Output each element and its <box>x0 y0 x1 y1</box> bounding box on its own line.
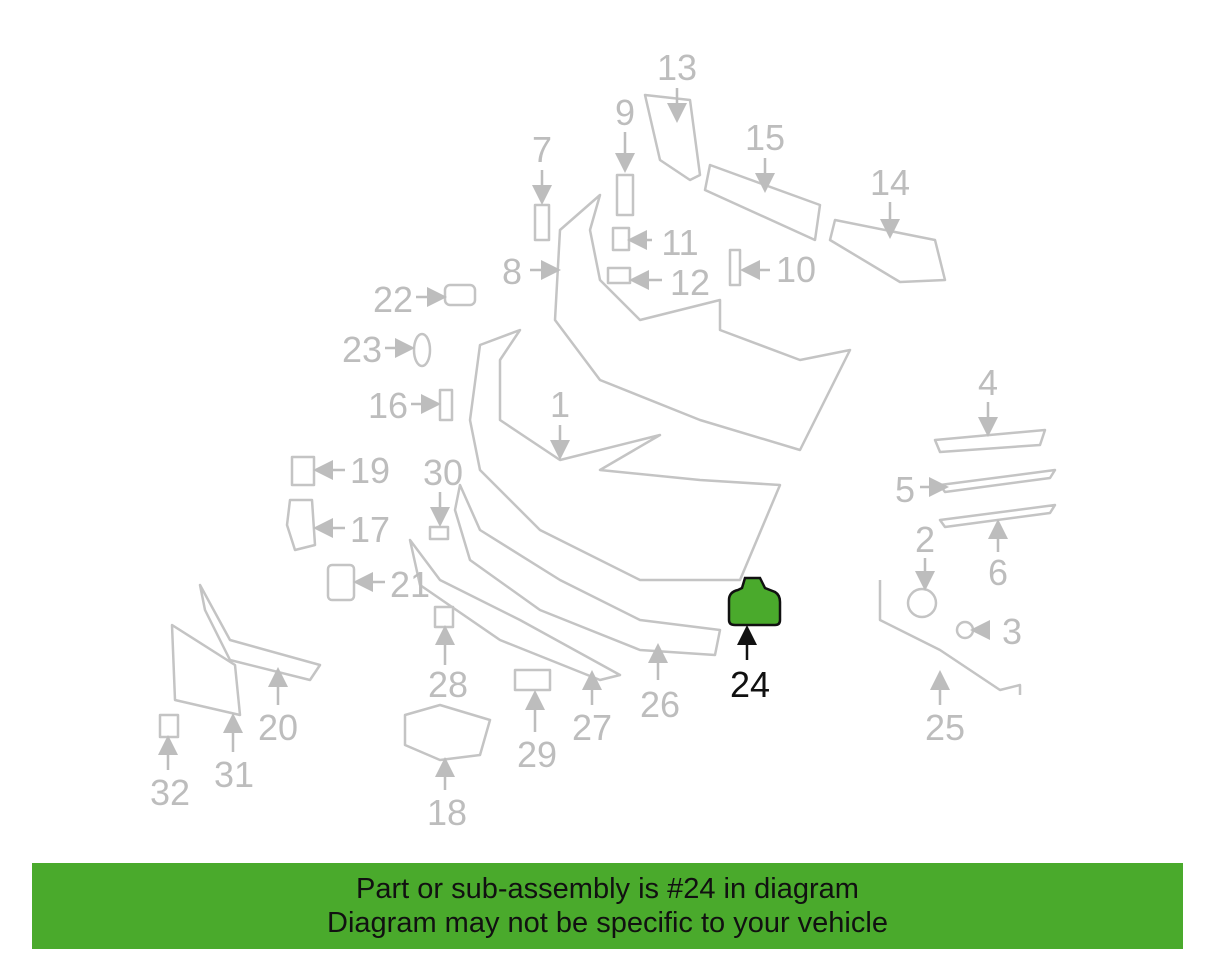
label-8: 8 <box>502 251 522 292</box>
part-8-reinforcement <box>553 193 852 452</box>
part-23-plug <box>412 332 432 368</box>
label-10: 10 <box>776 249 816 290</box>
label-13: 13 <box>657 47 697 88</box>
label-23: 23 <box>342 329 382 370</box>
part-13-bracket <box>643 93 702 182</box>
part-26-lower-cover <box>453 483 722 657</box>
label-6: 6 <box>988 552 1008 593</box>
label-4: 4 <box>978 362 998 403</box>
part-14-bracket <box>828 218 947 284</box>
label-21: 21 <box>390 564 430 605</box>
label-12: 12 <box>670 262 710 303</box>
part-15-absorber <box>703 163 822 242</box>
part-1-bumper-cover <box>468 328 782 582</box>
label-32: 32 <box>150 772 190 813</box>
label-1: 1 <box>550 384 570 425</box>
label-16: 16 <box>368 385 408 426</box>
part-3-bolt <box>955 620 975 640</box>
part-29-clip <box>513 668 552 692</box>
part-30-screw <box>428 525 450 541</box>
label-15: 15 <box>745 117 785 158</box>
label-26: 26 <box>640 684 680 725</box>
part-24-highlighted <box>727 576 782 627</box>
label-5: 5 <box>895 469 915 510</box>
label-17: 17 <box>350 509 390 550</box>
part-19-clip <box>290 455 316 487</box>
part-18-fog-bezel <box>403 703 492 762</box>
parts-diagram: 13 9 7 15 14 11 10 8 12 22 23 16 1 4 19 … <box>150 47 1057 833</box>
label-27: 27 <box>572 707 612 748</box>
part-outlines <box>158 93 1057 762</box>
part-16-clip <box>438 388 454 422</box>
banner-line-1: Part or sub-assembly is #24 in diagram <box>356 873 859 905</box>
label-20: 20 <box>258 707 298 748</box>
part-4-strip <box>933 428 1047 454</box>
part-2-sensor <box>906 587 938 619</box>
part-11-clip <box>611 226 631 252</box>
label-18: 18 <box>427 792 467 833</box>
part-27-spoiler <box>408 538 622 682</box>
part-6-strip <box>938 503 1057 529</box>
part-5-strip <box>938 468 1057 494</box>
part-10-bolt <box>728 248 742 287</box>
part-21-clip <box>326 563 356 602</box>
part-28-screw <box>433 605 455 629</box>
label-3: 3 <box>1002 611 1022 652</box>
callout-labels: 13 9 7 15 14 11 10 8 12 22 23 16 1 4 19 … <box>150 47 1022 833</box>
info-banner: Part or sub-assembly is #24 in diagram D… <box>32 863 1183 949</box>
label-9: 9 <box>615 92 635 133</box>
part-25-harness <box>878 580 1022 695</box>
callout-arrows <box>158 88 1008 790</box>
label-30: 30 <box>423 452 463 493</box>
part-12-nut <box>606 266 632 285</box>
part-20-molding <box>198 583 322 682</box>
label-29: 29 <box>517 734 557 775</box>
label-11: 11 <box>661 222 698 263</box>
part-9-nut <box>615 173 635 217</box>
banner-line-2: Diagram may not be specific to your vehi… <box>327 907 888 939</box>
label-22: 22 <box>373 279 413 320</box>
label-2: 2 <box>915 519 935 560</box>
label-24: 24 <box>730 664 770 705</box>
label-14: 14 <box>870 162 910 203</box>
label-19: 19 <box>350 450 390 491</box>
label-28: 28 <box>428 664 468 705</box>
part-32-screw <box>158 713 180 739</box>
part-17-bracket <box>285 498 317 552</box>
label-25: 25 <box>925 707 965 748</box>
part-22-clip <box>443 283 477 307</box>
label-7: 7 <box>532 129 552 170</box>
label-31: 31 <box>214 754 254 795</box>
part-7-bolt <box>533 203 551 242</box>
